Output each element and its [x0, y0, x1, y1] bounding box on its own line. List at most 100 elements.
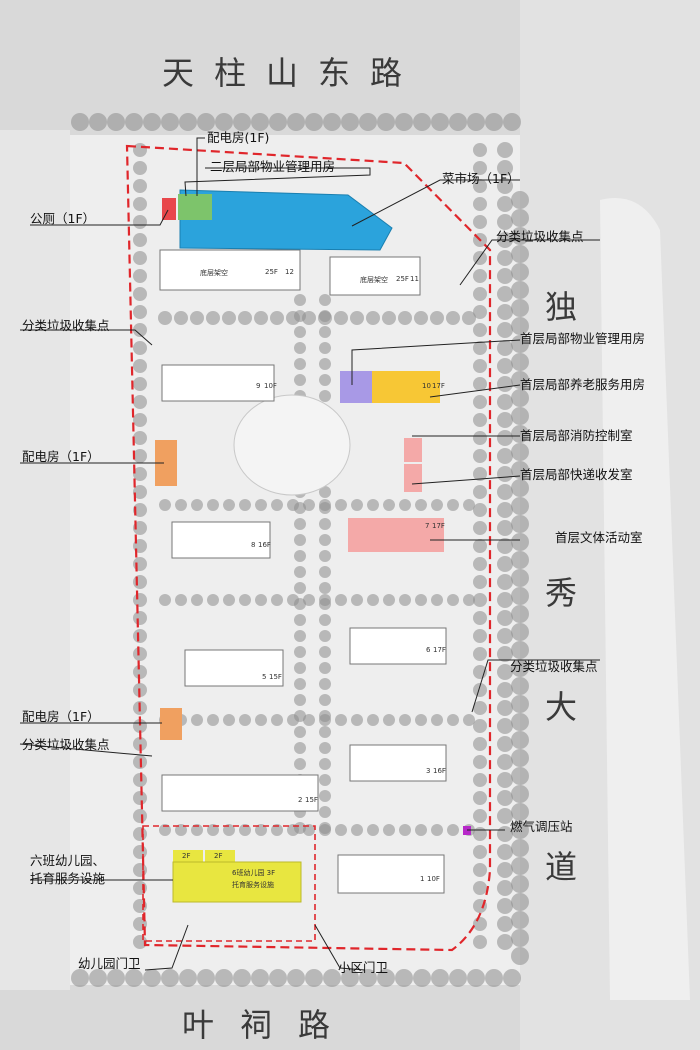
tree — [294, 758, 306, 770]
building-3-floors: 16F — [433, 767, 446, 775]
tree — [383, 714, 395, 726]
label-power-room-top: 配电房(1F) — [207, 130, 270, 145]
tree — [473, 323, 487, 337]
tree — [190, 311, 204, 325]
tree — [511, 497, 529, 515]
tree — [239, 824, 251, 836]
kinder-building-sublabel: 托育服务设施 — [232, 881, 274, 889]
tree — [463, 499, 475, 511]
tree — [462, 311, 476, 325]
tree — [463, 594, 475, 606]
tree — [254, 311, 268, 325]
tree — [255, 499, 267, 511]
tree — [497, 322, 513, 338]
tree — [287, 969, 305, 987]
tree — [497, 790, 513, 806]
tree — [473, 251, 487, 265]
tree — [319, 758, 331, 770]
tree — [473, 647, 487, 661]
tree — [319, 518, 331, 530]
tree — [175, 499, 187, 511]
tree — [473, 539, 487, 553]
tree — [239, 499, 251, 511]
tree — [511, 407, 529, 425]
tree — [319, 390, 331, 402]
leader-lines — [19, 137, 600, 971]
tree — [473, 467, 487, 481]
tree — [497, 304, 513, 320]
tree — [294, 742, 306, 754]
tree — [294, 550, 306, 562]
tree — [473, 287, 487, 301]
tree — [473, 827, 487, 841]
label-property-1f: 首层局部物业管理用房 — [520, 331, 646, 346]
tree — [511, 767, 529, 785]
tree — [159, 499, 171, 511]
tree — [473, 791, 487, 805]
tree — [497, 880, 513, 896]
tree — [511, 281, 529, 299]
tree — [473, 665, 487, 679]
tree — [251, 969, 269, 987]
tree — [319, 822, 331, 834]
tree — [319, 374, 331, 386]
tree — [473, 215, 487, 229]
tree — [351, 594, 363, 606]
tree — [294, 662, 306, 674]
tree — [399, 499, 411, 511]
tree — [413, 113, 431, 131]
tree — [497, 736, 513, 752]
tree — [133, 305, 147, 319]
road-east-char-4: 道 — [545, 848, 578, 886]
tree — [319, 742, 331, 754]
tree — [497, 430, 513, 446]
tree — [351, 499, 363, 511]
power-room-mid — [155, 440, 177, 486]
tree — [191, 714, 203, 726]
tree — [133, 503, 147, 517]
tree — [271, 499, 283, 511]
tree — [294, 518, 306, 530]
tree — [497, 178, 513, 194]
tree — [161, 113, 179, 131]
tree — [511, 461, 529, 479]
tree — [319, 630, 331, 642]
label-garbage-w2: 分类垃圾收集点 — [22, 737, 110, 752]
tree — [497, 268, 513, 284]
tree — [511, 317, 529, 335]
tree — [294, 710, 306, 722]
tree — [319, 326, 331, 338]
tree — [463, 714, 475, 726]
tree — [197, 113, 215, 131]
tree — [414, 311, 428, 325]
tree — [294, 374, 306, 386]
tree — [133, 197, 147, 211]
tree — [473, 305, 487, 319]
tree — [415, 594, 427, 606]
tree — [319, 358, 331, 370]
tree — [511, 803, 529, 821]
tree — [223, 714, 235, 726]
tree — [511, 191, 529, 209]
tree — [511, 893, 529, 911]
building-5-floors: 15F — [269, 673, 282, 681]
tree — [251, 113, 269, 131]
tree — [294, 630, 306, 642]
tree — [497, 196, 513, 212]
tree — [319, 678, 331, 690]
tree — [133, 467, 147, 481]
tree — [497, 376, 513, 392]
tree — [107, 969, 125, 987]
tree — [207, 824, 219, 836]
tree — [497, 556, 513, 572]
tree — [497, 214, 513, 230]
tree — [497, 286, 513, 302]
label-fire-control: 首层局部消防控制室 — [520, 428, 633, 443]
tree — [497, 754, 513, 770]
tree — [269, 969, 287, 987]
tree — [319, 310, 331, 322]
tree — [497, 520, 513, 536]
tree — [89, 113, 107, 131]
tree — [334, 311, 348, 325]
